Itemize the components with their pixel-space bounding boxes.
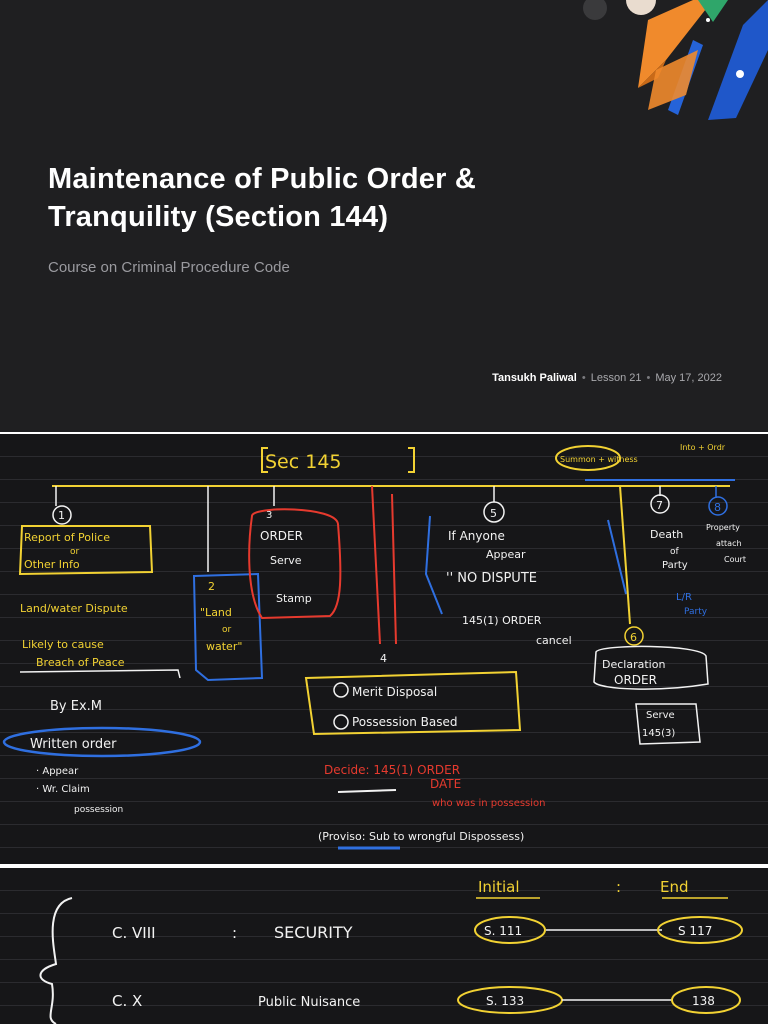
summon-oval	[555, 445, 621, 471]
lesson-number: Lesson 21	[590, 372, 642, 384]
likely-line-2: Breach of Peace	[36, 656, 125, 669]
title-line-2: Tranquility (Section 144)	[48, 201, 389, 233]
by-ex-m: By Ex.M	[50, 699, 102, 714]
author-name: Tansukh Paliwal	[492, 372, 577, 384]
possession-based: Possession Based	[352, 715, 457, 729]
bullet-appear: · Appear	[36, 766, 79, 777]
branch-8-line-2: attach	[716, 539, 742, 548]
row-1-end-oval	[657, 916, 743, 944]
title-line-1: Maintenance of Public Order &	[48, 163, 476, 195]
decide-line-3: who was in possession	[432, 798, 546, 809]
branch-6-line-1: Declaration	[602, 658, 665, 671]
branch-6-line-2: ORDER	[614, 673, 657, 687]
row-2-topic: Public Nuisance	[258, 995, 360, 1010]
branch-6-number: 6	[630, 631, 637, 644]
ruled-lines	[0, 434, 768, 864]
branch-7-line-4: L/R	[676, 592, 692, 603]
branch-8-line-1: Property	[706, 523, 740, 532]
branch-5-line-2: Appear	[486, 548, 526, 561]
branch-8-number: 8	[714, 501, 721, 514]
notes-slide: Sec 145 Summon + witness Into + Ordr 1 R…	[0, 434, 768, 864]
branch-3-line-2: Serve	[270, 554, 302, 567]
bullet-claim: · Wr. Claim	[36, 784, 90, 795]
branch-5-line-1: If Anyone	[448, 529, 505, 543]
heading-sec-145: Sec 145	[265, 451, 342, 473]
branch-6-line-4: 145(3)	[642, 728, 675, 739]
land-water-dispute: Land/water Dispute	[20, 602, 128, 615]
branch-7-number: 7	[656, 499, 663, 512]
decide-line-2: DATE	[430, 777, 461, 791]
row-2-end-oval	[671, 986, 741, 1014]
branch-5-line-3: '' NO DISPUTE	[446, 571, 537, 586]
written-order: Written order	[30, 737, 117, 752]
branch-1-line-2: or	[70, 547, 80, 557]
branch-5-number: 5	[490, 507, 497, 520]
branch-7-line-5: Party	[684, 607, 708, 617]
branch-6-line-3: Serve	[646, 710, 675, 721]
course-subtitle: Course on Criminal Procedure Code	[48, 259, 290, 276]
row-2-end: 138	[692, 994, 715, 1008]
branch-3-line-1: ORDER	[260, 529, 303, 543]
chapter-notes-slide: Initial End : C. VIII : SECURITY S. 111 …	[0, 868, 768, 1024]
handwritten-chapter-notes: Initial End : C. VIII : SECURITY S. 111 …	[39, 878, 743, 1024]
written-order-oval	[2, 726, 202, 758]
branch-5-line-4: 145(1) ORDER	[462, 614, 542, 627]
column-separator: :	[616, 878, 621, 896]
column-initial: Initial	[478, 878, 520, 896]
row-1-end: S 117	[678, 924, 712, 938]
summon-note: Summon + witness	[560, 455, 638, 464]
separator-dot: •	[646, 372, 651, 384]
column-end: End	[660, 878, 689, 896]
branch-2-line-3: water"	[206, 640, 242, 653]
handwritten-notes: Sec 145 Summon + witness Into + Ordr 1 R…	[2, 443, 746, 850]
row-2-label: C. X	[112, 992, 142, 1010]
branch-1-number: 1	[58, 509, 65, 522]
separator-dot: •	[581, 372, 586, 384]
branch-5-line-5: cancel	[536, 634, 572, 647]
branch-1-line-1: Report of Police	[24, 531, 110, 544]
title-slide: Maintenance of Public Order & Tranquilit…	[0, 0, 768, 432]
branch-2-line-1: "Land	[200, 606, 232, 619]
branch-2-number: 2	[208, 580, 215, 593]
branch-1-line-3: Other Info	[24, 558, 80, 571]
branch-7-line-2: of	[670, 547, 680, 557]
lesson-meta: Tansukh Paliwal • Lesson 21 • May 17, 2022	[492, 372, 722, 384]
row-1-start-oval	[474, 916, 546, 944]
row-1-label: C. VIII	[112, 924, 156, 942]
decide-line-1: Decide: 145(1) ORDER	[324, 763, 460, 777]
branch-7-line-1: Death	[650, 528, 683, 541]
merit-disposal: Merit Disposal	[352, 685, 437, 699]
branch-8-line-3: Court	[724, 555, 746, 564]
lesson-date: May 17, 2022	[655, 372, 722, 384]
page-title: Maintenance of Public Order & Tranquilit…	[48, 160, 476, 236]
branch-4-number: 4	[380, 652, 387, 665]
row-1-start: S. 111	[484, 924, 522, 938]
branch-7-line-3: Party	[662, 560, 688, 571]
top-right-note: Into + Ordr	[680, 443, 726, 452]
bullet-possession: possession	[74, 805, 123, 815]
branch-3-number: 3	[266, 510, 272, 521]
pencil-decoration-icon	[583, 0, 768, 120]
proviso-note: (Proviso: Sub to wrongful Dispossess)	[318, 830, 524, 843]
branch-3-line-3: Stamp	[276, 592, 312, 605]
ruled-lines	[0, 868, 768, 1024]
likely-line-1: Likely to cause	[22, 638, 104, 651]
row-1-colon: :	[232, 924, 237, 942]
branch-2-line-2: or	[222, 625, 232, 635]
row-1-topic: SECURITY	[274, 923, 353, 942]
row-2-start: S. 133	[486, 994, 524, 1008]
